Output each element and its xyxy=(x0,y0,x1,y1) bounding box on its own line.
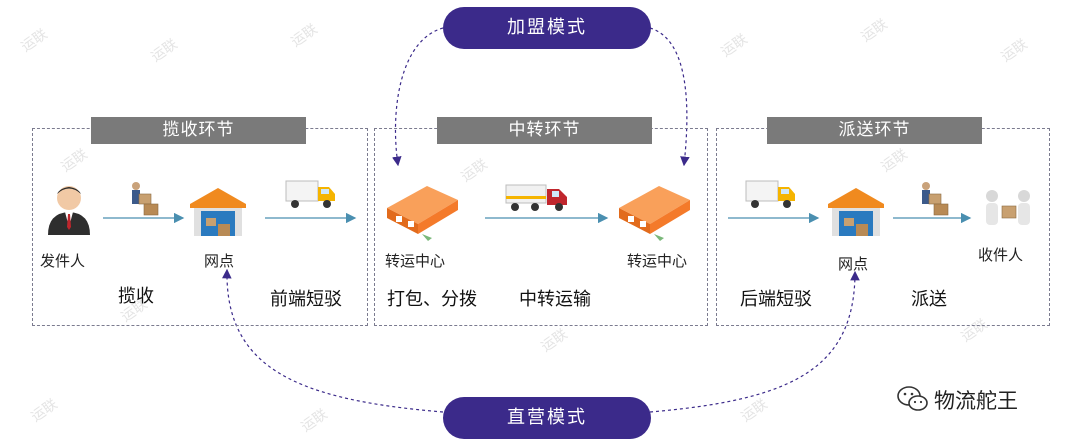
step-back-shuttle: 后端短驳 xyxy=(740,289,812,310)
section-title-transfer: 中转环节 xyxy=(437,117,652,144)
hub-right-label: 转运中心 xyxy=(627,252,688,270)
step-delivery: 派送 xyxy=(911,289,947,310)
outlet-right-label: 网点 xyxy=(838,255,869,273)
step-transfer-transport: 中转运输 xyxy=(519,289,591,310)
transfer-hub-icon xyxy=(387,186,458,241)
outlet-left-label: 网点 xyxy=(204,252,235,270)
direct-mode-pill: 直营模式 xyxy=(443,397,651,439)
sender-person-icon xyxy=(48,186,90,235)
brand-name: 物流舵王 xyxy=(934,389,1018,413)
section-title-delivery: 派送环节 xyxy=(767,117,982,144)
wechat-icon xyxy=(897,386,928,411)
section-title-pickup: 揽收环节 xyxy=(91,117,306,144)
franchise-left-curve xyxy=(392,27,444,167)
receiver-label: 收件人 xyxy=(978,246,1024,264)
step-pack-sort: 打包、分拨 xyxy=(387,289,477,310)
small-truck-icon xyxy=(285,180,335,208)
franchise-mode-pill: 加盟模式 xyxy=(443,7,651,49)
direct-right-curve xyxy=(649,270,860,413)
outlet-warehouse-icon xyxy=(828,188,884,236)
franchise-right-curve xyxy=(649,27,690,167)
outlet-warehouse-icon xyxy=(190,188,246,236)
step-pickup: 揽收 xyxy=(118,286,154,307)
step-front-shuttle: 前端短驳 xyxy=(270,289,342,310)
courier-boxes-icon xyxy=(132,182,159,216)
hub-left-label: 转运中心 xyxy=(385,252,446,270)
semi-truck-icon xyxy=(505,184,567,211)
receiver-handover-icon xyxy=(986,190,1030,225)
courier-boxes-icon xyxy=(922,182,949,216)
transfer-hub-icon xyxy=(619,186,690,241)
sender-label: 发件人 xyxy=(40,252,86,270)
small-truck-icon xyxy=(745,180,795,208)
